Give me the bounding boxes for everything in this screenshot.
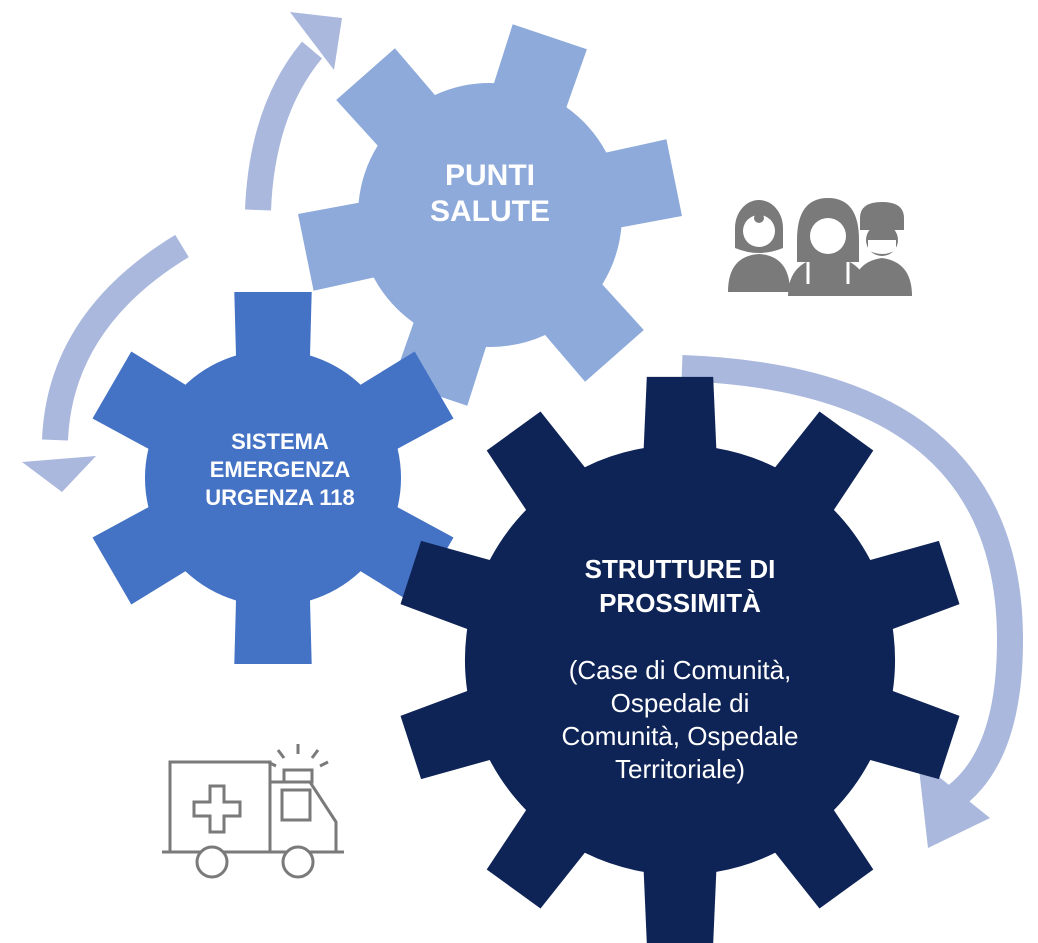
gear-title-line: STRUTTURE DI [584, 554, 776, 584]
gear-label-line: EMERGENZA [209, 457, 351, 482]
gear-sistema-emergenza [92, 292, 454, 664]
medical-staff-icon [728, 198, 912, 296]
gear-subtitle-strutture-prossimita: (Case di Comunità, Ospedale di Comunità,… [520, 654, 840, 786]
gear-title-strutture-prossimita: STRUTTURE DI PROSSIMITÀ [520, 552, 840, 620]
gear-strutture-prossimita [400, 376, 960, 943]
arrow-right [681, 355, 1024, 811]
gear-subtitle-line: Ospedale di [610, 688, 750, 718]
gears-group [92, 24, 960, 943]
gear-label-line: PUNTI [445, 159, 535, 192]
arrow-upper-head [290, 12, 342, 70]
gear-label-punti-salute: PUNTI SALUTE [380, 158, 600, 230]
gear-subtitle-line: Comunità, Ospedale [561, 721, 799, 751]
arrow-left-head [22, 456, 96, 492]
ambulance-icon [162, 744, 344, 879]
gear-label-line: URGENZA 118 [205, 485, 355, 510]
gear-punti-salute [298, 24, 682, 406]
gear-subtitle-line: Territoriale) [614, 754, 746, 784]
gear-label-line: SALUTE [430, 195, 550, 228]
gear-title-line: PROSSIMITÀ [599, 588, 761, 618]
arrow-right-head [918, 760, 990, 848]
cycle-arrows [22, 12, 1024, 848]
arrow-left [42, 234, 189, 441]
gear-subtitle-line: (Case di Comunità, [568, 655, 792, 685]
arrow-upper [245, 41, 323, 211]
gear-label-sistema-emergenza: SISTEMA EMERGENZA URGENZA 118 [170, 428, 390, 512]
gear-label-line: SISTEMA [231, 429, 329, 454]
